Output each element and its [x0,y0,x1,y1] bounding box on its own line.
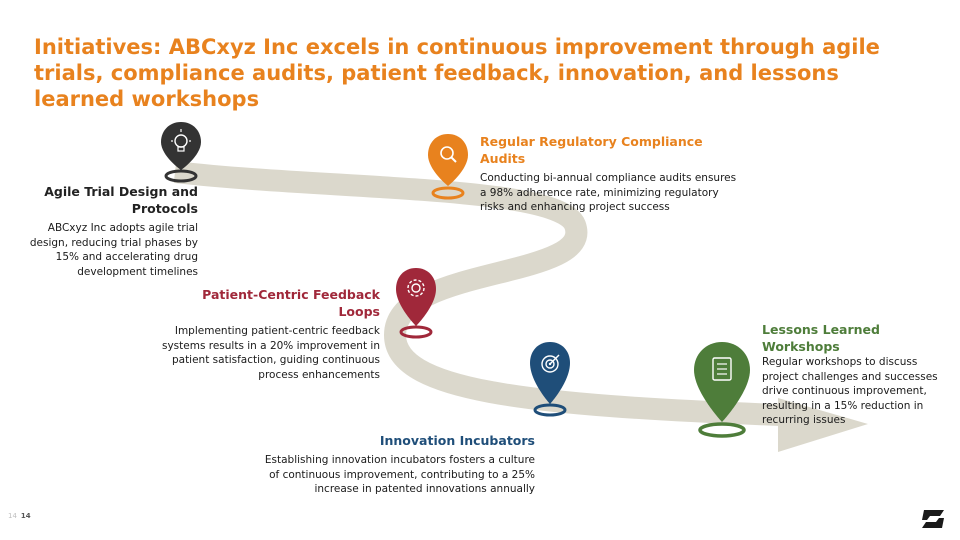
pin-agile-trial [158,120,204,186]
company-logo-icon [922,510,944,528]
item-innovation-incubators: Innovation Incubators Establishing innov… [255,432,535,497]
page-title: Initiatives: ABCxyz Inc excels in contin… [34,35,880,111]
item-agile-trial: Agile Trial Design and Protocols ABCxyz … [18,183,198,279]
item-heading: Agile Trial Design and Protocols [44,184,198,216]
pin-innovation-incubators [527,340,573,420]
target-icon [541,354,560,373]
page-number-small: 14 [8,512,17,520]
item-heading: Regular Regulatory Compliance Audits [480,134,703,166]
item-heading: Patient-Centric Feedback Loops [202,287,380,319]
item-body: ABCxyz Inc adopts agile trial design, re… [29,222,198,278]
item-compliance-audits: Regular Regulatory Compliance Audits Con… [480,133,740,215]
item-patient-feedback: Patient-Centric Feedback Loops Implement… [160,286,380,382]
checklist-icon [712,357,732,381]
item-heading: Lessons Learned Workshops [762,322,880,354]
lightbulb-icon [171,129,191,152]
gear-icon [407,279,425,297]
item-body: Regular workshops to discuss project cha… [762,356,938,426]
pin-lessons-learned [690,340,754,442]
item-body: Implementing patient-centric feedback sy… [161,325,380,381]
item-lessons-learned: Lessons Learned Workshops Regular worksh… [762,321,950,428]
item-body: Conducting bi-annual compliance audits e… [480,172,737,213]
item-heading: Innovation Incubators [379,433,535,448]
page-number-bold: 14 [20,512,31,520]
magnifier-icon [440,146,457,163]
pin-patient-feedback [393,266,439,342]
item-body: Establishing innovation incubators foste… [264,454,535,495]
pin-compliance-audits [425,132,471,202]
